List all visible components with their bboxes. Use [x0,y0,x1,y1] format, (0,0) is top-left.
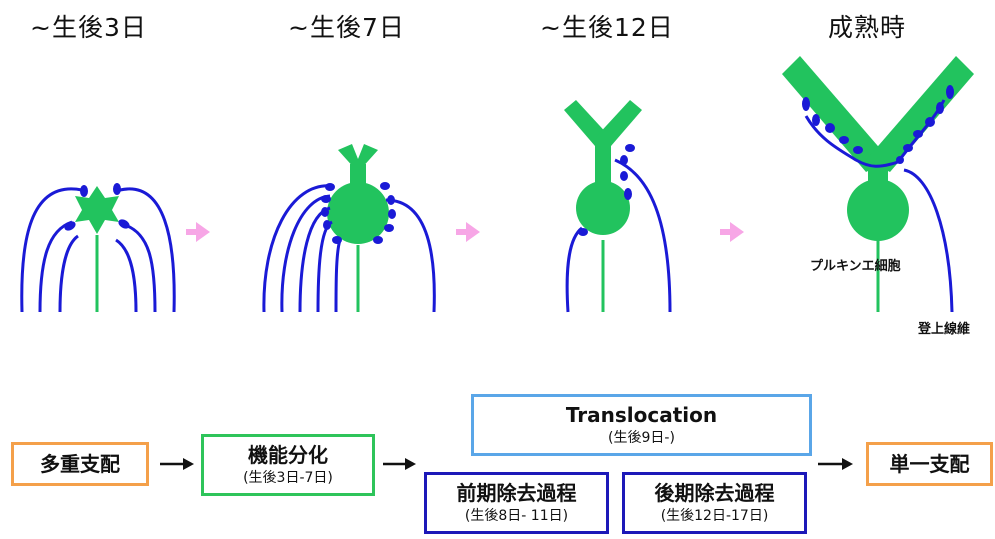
multiple-innervation-text: 多重支配 [40,452,120,476]
synapses-mature [802,85,954,164]
early-elimination-title: 前期除去過程 [456,481,577,505]
climbing-fiber-label: 登上線維 [918,322,971,337]
stage-label-mature: 成熟時 [828,13,907,42]
climbing-fibers-p3 [20,187,176,313]
early-elimination-box: 前期除去過程 (生後8日- 11日) [424,472,609,534]
multiple-innervation-box: 多重支配 [11,442,149,486]
stage-arrow-1 [186,222,210,242]
purkinje-cell-p12 [564,100,642,235]
stage-arrow-3 [720,222,744,242]
purkinje-cell-p7 [327,144,389,244]
purkinje-cell-label: プルキンエ細胞 [810,259,901,274]
functional-differentiation-title: 機能分化 [248,443,328,467]
translocation-title: Translocation [565,403,718,427]
stage-label-p3: ~生後3日 [30,13,147,42]
process-arrows [160,458,853,470]
stage-label-p12: ~生後12日 [540,13,674,42]
stage-p3-illustration [20,183,176,313]
synapses-p3 [64,183,130,231]
stage-label-p7: ~生後7日 [288,13,405,42]
functional-differentiation-box: 機能分化 (生後3日-7日) [201,434,375,496]
translocation-period: (生後9日-) [608,430,675,446]
mono-innervation-text: 単一支配 [889,452,970,476]
early-elimination-period: (生後8日- 11日) [464,508,569,524]
mono-innervation-box: 単一支配 [866,442,993,486]
purkinje-cell-mature [782,56,974,241]
stage-p12-illustration [564,100,672,313]
purkinje-soma-p3 [75,186,119,234]
synapses-p7 [321,182,396,244]
late-elimination-title: 後期除去過程 [654,481,775,505]
synapses-p12 [578,144,635,236]
stage-mature-illustration [782,56,974,313]
stage-arrow-2 [456,222,480,242]
stage-p7-illustration [262,144,436,313]
translocation-box: Translocation (生後9日-) [471,394,812,456]
climbing-fibers-p12 [565,158,672,313]
late-elimination-box: 後期除去過程 (生後12日-17日) [622,472,807,534]
late-elimination-period: (生後12日-17日) [660,508,769,524]
functional-differentiation-period: (生後3日-7日) [243,470,333,486]
